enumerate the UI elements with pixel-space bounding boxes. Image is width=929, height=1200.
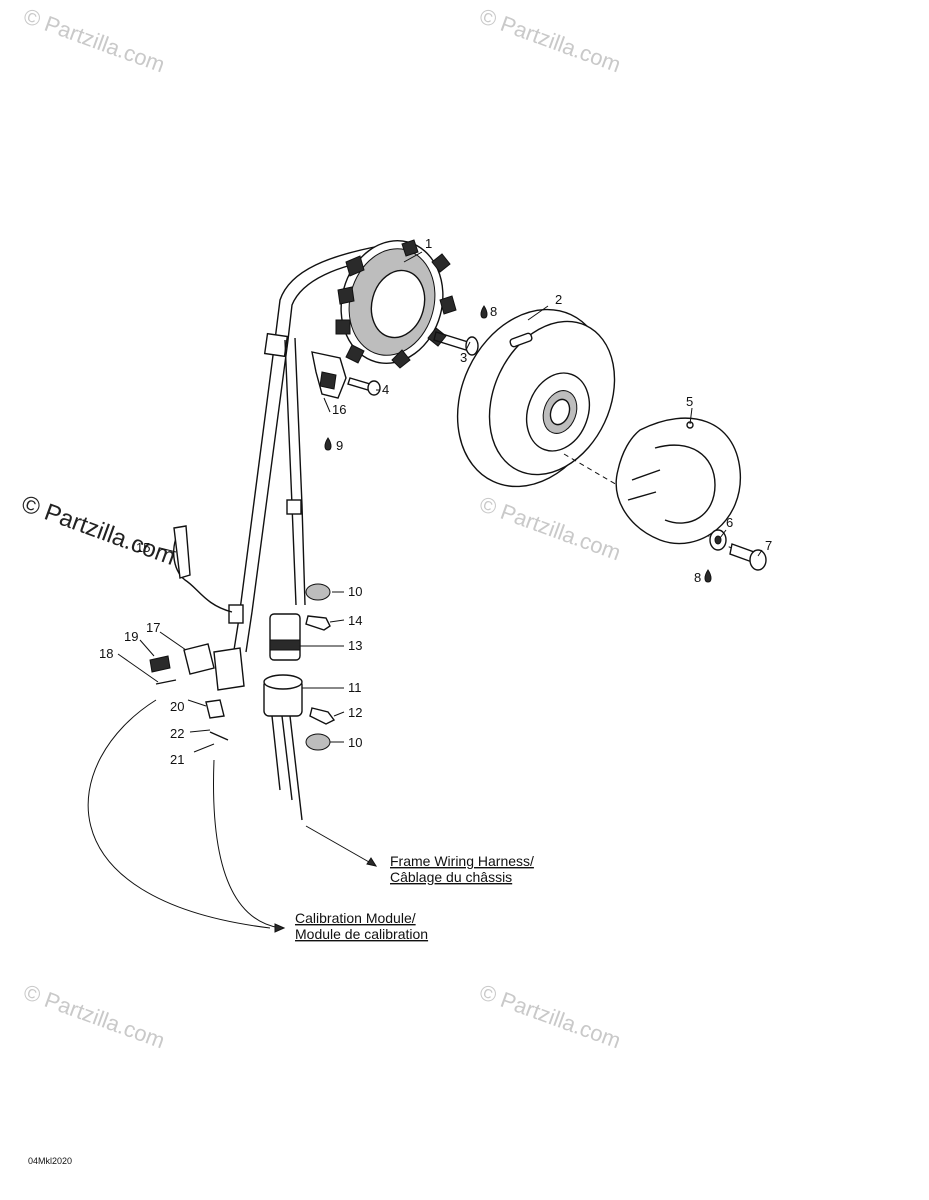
screw-part-4	[347, 377, 381, 396]
frame-harness-label-fr: Câblage du châssis	[390, 869, 512, 885]
route-calibration-2	[213, 759, 281, 929]
callout-12: 12	[348, 705, 362, 720]
calibration-label-en: Calibration Module/	[295, 910, 416, 926]
seal-part-10	[305, 583, 331, 601]
connector-set-left	[149, 525, 245, 741]
callout-4: 4	[382, 382, 389, 397]
callout-5: 5	[686, 394, 693, 409]
arrow-icon	[366, 857, 378, 867]
callout-8a: 8	[490, 304, 497, 319]
clamp-part-16	[311, 351, 347, 399]
callout-7: 7	[765, 538, 772, 553]
stator-part-1	[335, 239, 457, 369]
arrow-icon	[274, 923, 286, 933]
watermarks: © Partzilla.com © Partzilla.com © Partzi…	[18, 3, 624, 1053]
callout-21: 21	[170, 752, 184, 767]
flywheel-part-2	[456, 308, 616, 488]
cover-part-5	[615, 417, 741, 545]
reference-labels: Frame Wiring Harness/ Câblage du châssis…	[295, 853, 534, 942]
connector-part-20-body	[213, 647, 245, 691]
diagram-code: 04Mkl2020	[28, 1156, 72, 1166]
callout-15: 15	[136, 540, 150, 555]
callout-2: 2	[555, 292, 562, 307]
route-calibration-1	[87, 699, 271, 929]
watermark: © Partzilla.com	[20, 979, 168, 1053]
connector-set-right	[263, 583, 336, 821]
loctite-drops	[324, 305, 712, 583]
callout-18: 18	[99, 646, 113, 661]
callout-17: 17	[146, 620, 160, 635]
watermark: © Partzilla.com	[476, 491, 624, 565]
watermark: © Partzilla.com	[476, 3, 624, 77]
housing-band	[269, 639, 301, 651]
wires	[271, 715, 303, 821]
callout-9: 9	[336, 438, 343, 453]
callout-6: 6	[726, 515, 733, 530]
watermark: © Partzilla.com	[476, 979, 624, 1053]
callout-numbers: 1 2 3 4 5 6 7 8 8 9 10 14 13 11 12 10 15…	[99, 236, 772, 767]
callout-13: 13	[348, 638, 362, 653]
calibration-label-fr: Module de calibration	[295, 926, 428, 942]
callout-19: 19	[124, 629, 138, 644]
watermark: © Partzilla.com	[20, 3, 168, 77]
callout-11: 11	[348, 680, 362, 695]
callout-8b: 8	[694, 570, 701, 585]
housing-rim	[263, 674, 303, 690]
pin-part-18	[155, 679, 177, 685]
terminal-part-14	[305, 615, 331, 631]
drop-icon	[480, 305, 488, 319]
lock-part-20	[205, 699, 225, 719]
callout-10b: 10	[348, 735, 362, 750]
frame-harness-label-en: Frame Wiring Harness/	[390, 853, 534, 869]
terminal-part-12	[309, 707, 336, 725]
callout-1: 1	[425, 236, 432, 251]
callout-3: 3	[460, 350, 467, 365]
tie-part-15	[173, 529, 233, 613]
drop-icon	[704, 569, 712, 583]
leader-lines	[117, 251, 763, 753]
tie-strap	[173, 525, 191, 579]
callout-16: 16	[332, 402, 346, 417]
callout-14: 14	[348, 613, 362, 628]
drop-icon	[324, 437, 332, 451]
route-frame-harness	[305, 825, 377, 867]
pin-part-22	[209, 731, 229, 741]
connector-part-17	[183, 643, 215, 675]
watermark-large: © Partzilla.com	[18, 490, 179, 571]
callout-22: 22	[170, 726, 184, 741]
bolt-part-7	[729, 543, 767, 571]
reference-routes	[87, 699, 378, 933]
callout-20: 20	[170, 699, 184, 714]
lock-part-19	[149, 655, 171, 673]
callout-10a: 10	[348, 584, 362, 599]
seal-part-10b	[305, 733, 331, 751]
housing-part-13	[269, 613, 301, 661]
